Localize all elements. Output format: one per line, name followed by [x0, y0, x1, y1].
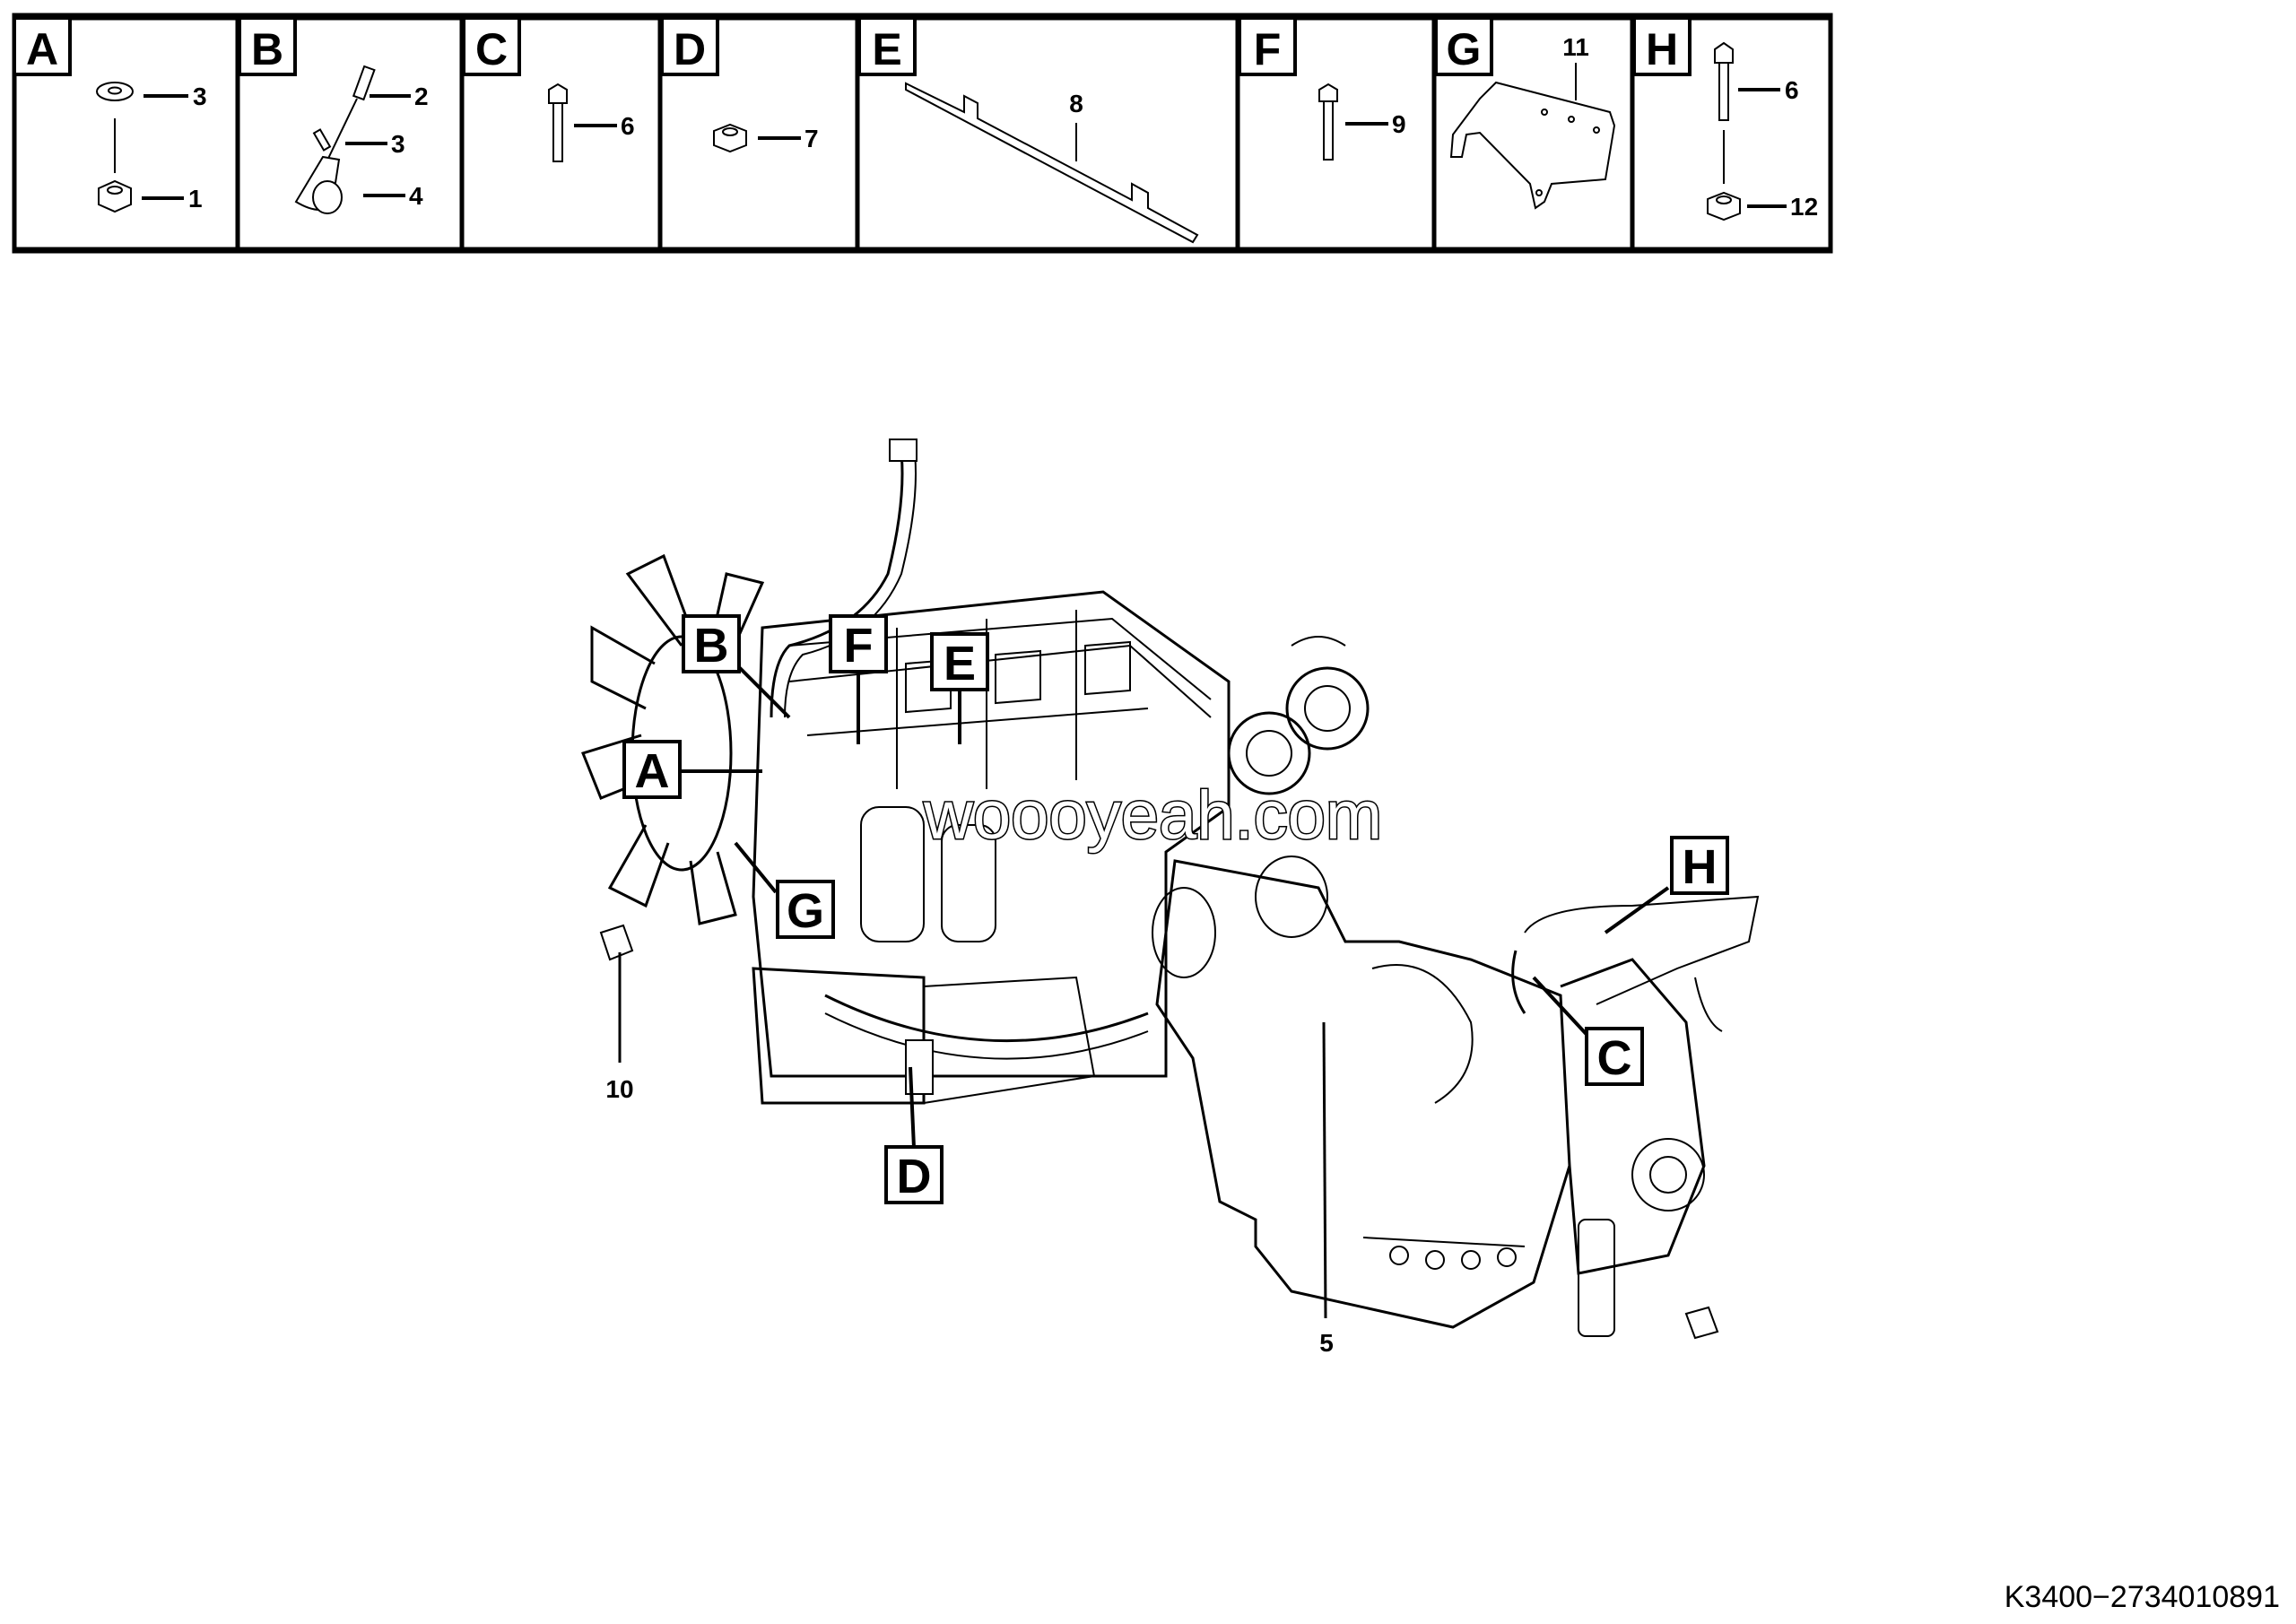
bracket-10 [599, 924, 634, 961]
callout-h: H [1670, 836, 1729, 895]
panel-d: D 7 [660, 16, 819, 153]
callout-letter: F [844, 619, 874, 673]
callout-a: A [622, 740, 682, 799]
bolt-icon [1318, 83, 1338, 161]
part-number-10: 10 [605, 1075, 633, 1103]
panel-h: H 6 12 [1632, 16, 1818, 221]
callout-letter: G [787, 884, 824, 938]
part-number: 2 [414, 83, 429, 110]
panel-c: C 6 [462, 16, 635, 162]
rail-strip-icon [905, 82, 1199, 244]
bolt-icon [1714, 41, 1734, 121]
panel-e: E 8 [857, 16, 1199, 244]
callout-b: B [682, 614, 741, 673]
part-number: 9 [1392, 110, 1406, 138]
washer-icon [96, 82, 134, 101]
panel-f: F 9 [1238, 16, 1406, 161]
callout-leaders [682, 662, 1670, 1149]
panel-letter: G [1447, 24, 1482, 74]
callout-e: E [930, 632, 989, 691]
bolt-icon [548, 83, 568, 162]
transmission [1155, 859, 1571, 1329]
mounting-bracket-icon [1449, 81, 1616, 210]
callout-g: G [776, 880, 835, 939]
part-number: 7 [804, 125, 819, 152]
clamp-assembly-icon [294, 65, 376, 214]
callout-letter: E [944, 637, 976, 690]
panel-letter: A [26, 24, 58, 74]
panel-b: B 2 3 4 [238, 16, 429, 214]
callout-letter: A [635, 744, 670, 798]
panel-letter: D [674, 24, 706, 74]
part-number: 12 [1790, 193, 1818, 221]
callout-letter: B [694, 619, 729, 673]
part-number: 6 [621, 112, 635, 140]
engine-transmission-illustration [581, 439, 1760, 1340]
callout-c: C [1585, 1027, 1644, 1086]
panel-letter: C [475, 24, 508, 74]
panel-a: A 3 1 [13, 16, 207, 213]
part-number-5: 5 [1319, 1329, 1334, 1357]
panel-letter: F [1254, 24, 1282, 74]
callout-d: D [884, 1145, 944, 1204]
nut-icon [713, 123, 747, 153]
part-number: 1 [188, 185, 203, 213]
engine-block [752, 590, 1231, 1078]
callout-f: F [829, 614, 888, 673]
part-number: 3 [391, 130, 405, 158]
callout-letter: D [897, 1150, 932, 1203]
callout-letter: H [1683, 840, 1718, 894]
part-number: 8 [1069, 90, 1083, 117]
nut-icon [1707, 191, 1741, 221]
part-number: 3 [193, 83, 207, 110]
part-number: 11 [1562, 33, 1589, 61]
callout-letter: C [1597, 1031, 1632, 1085]
panel-g: G 11 [1434, 16, 1616, 210]
panel-letter: B [251, 24, 283, 74]
panel-letter: E [872, 24, 901, 74]
drawing-code: K3400−2734010891 [2004, 1580, 2280, 1614]
part-number: 4 [409, 182, 423, 210]
watermark: woooyeah.com [923, 777, 1382, 854]
part-number: 6 [1785, 76, 1799, 104]
panel-letter: H [1646, 24, 1678, 74]
nut-icon [98, 179, 132, 213]
